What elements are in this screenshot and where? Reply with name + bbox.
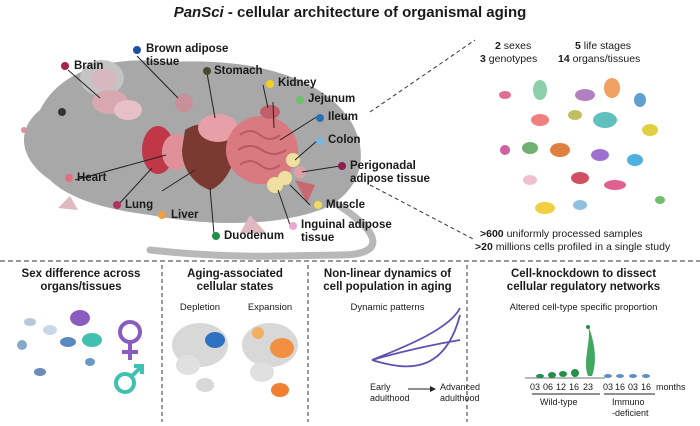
umap-clusters bbox=[499, 78, 665, 214]
stomach-organ bbox=[198, 114, 238, 142]
stat-stages: 5 life stages bbox=[575, 40, 632, 52]
muscle-label: Muscle bbox=[326, 199, 365, 211]
kidney-organ bbox=[260, 105, 280, 119]
panel-knockdown-title: Cell-knockdown to dissect cellular regul… bbox=[506, 268, 661, 293]
advanced-adulthood-label: Advanced adulthood bbox=[440, 382, 481, 403]
wt-tick-2: 12 bbox=[556, 382, 567, 392]
title-prefix: PanSci bbox=[173, 4, 224, 21]
liver-label: Liver bbox=[171, 209, 199, 221]
wt-tick-1: 06 bbox=[543, 382, 554, 392]
dynamics-subtitle: Dynamic patterns bbox=[350, 302, 425, 313]
perigonadal-organ bbox=[294, 166, 306, 178]
page-title: PanSci - cellular architecture of organi… bbox=[0, 4, 700, 21]
zoom-lines bbox=[369, 39, 476, 241]
expansion-umap bbox=[242, 323, 298, 397]
imm-tick-1: 16 bbox=[615, 382, 626, 392]
mouse-eye bbox=[58, 108, 66, 116]
imm-tick-0: 03 bbox=[603, 382, 614, 392]
colon-label: Colon bbox=[328, 134, 361, 146]
ileum-label: Ileum bbox=[328, 111, 359, 123]
panel-aging-title: Aging-associated cellular states bbox=[187, 268, 283, 293]
wt-tick-0: 03 bbox=[530, 382, 541, 392]
panel-dynamics-title: Non-linear dynamics of cell population i… bbox=[323, 268, 452, 293]
organ-pointer-lines bbox=[67, 55, 341, 235]
sex-umap bbox=[17, 310, 102, 376]
perigonadal-label: Perigonadal adipose tissue bbox=[350, 160, 430, 185]
mouse-front-foot bbox=[58, 196, 78, 210]
knockdown-subtitle: Altered cell-type specific proportion bbox=[509, 302, 658, 313]
imm-tick-2: 03 bbox=[628, 382, 639, 392]
stat-organs: 14 organs/tissues bbox=[558, 53, 641, 65]
depletion-label: Depletion bbox=[179, 302, 221, 313]
brown-adipose-label: Brown adipose tissue bbox=[146, 43, 229, 68]
mouse-hind-foot bbox=[240, 215, 266, 233]
wt-tick-4: 23 bbox=[583, 382, 594, 392]
panel-sex-title: Sex difference across organs/tissues bbox=[21, 268, 141, 293]
imm-tick-3: 16 bbox=[641, 382, 652, 392]
stat-sexes: 2 sexes bbox=[495, 40, 532, 52]
mouse-ear-inner bbox=[91, 69, 117, 89]
muscle-organ bbox=[295, 180, 315, 203]
female-symbol bbox=[118, 320, 142, 360]
depletion-umap bbox=[172, 323, 228, 392]
male-symbol bbox=[114, 364, 144, 394]
heart-label: Heart bbox=[77, 172, 107, 184]
title-rest: - cellular architecture of organismal ag… bbox=[223, 4, 527, 21]
brown-adipose-organ bbox=[175, 94, 193, 112]
mouse-tail bbox=[146, 196, 377, 260]
time-arrow bbox=[408, 386, 436, 392]
stat-cells: >20 millions cells profiled in a single … bbox=[475, 241, 671, 253]
dynamic-curves bbox=[371, 307, 461, 368]
wt-tick-3: 16 bbox=[569, 382, 580, 392]
months-label: months bbox=[656, 382, 686, 392]
stat-genotypes: 3 genotypes bbox=[480, 53, 538, 65]
wild-type-label: Wild-type bbox=[540, 397, 578, 407]
inguinal-label: Inguinal adipose tissue bbox=[301, 219, 392, 244]
stomach-label: Stomach bbox=[214, 65, 263, 77]
stat-samples: >600 uniformly processed samples bbox=[480, 228, 643, 240]
immuno-deficient-label: Immuno -deficient bbox=[612, 397, 649, 418]
kidney-label: Kidney bbox=[278, 77, 317, 89]
lung-label: Lung bbox=[125, 199, 154, 211]
violin-plot bbox=[525, 325, 650, 379]
early-adulthood-label: Early adulthood bbox=[370, 382, 410, 403]
mouse-nose bbox=[21, 127, 27, 133]
expansion-label: Expansion bbox=[247, 302, 293, 313]
brain-label: Brain bbox=[74, 60, 104, 72]
heart-organ bbox=[162, 134, 190, 170]
jejunum-label: Jejunum bbox=[308, 93, 356, 105]
duodenum-label: Duodenum bbox=[224, 230, 285, 242]
